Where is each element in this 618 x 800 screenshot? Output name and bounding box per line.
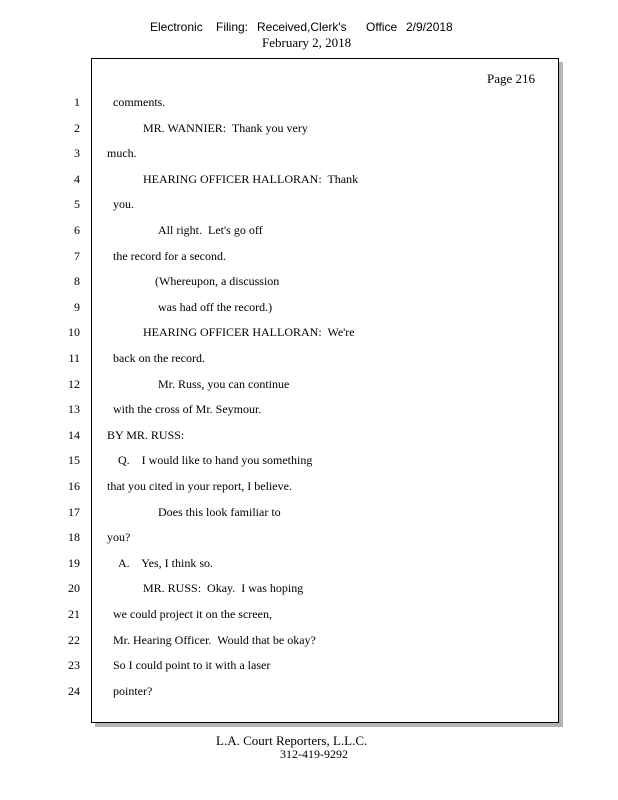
transcript-line: that you cited in your report, I believe… <box>107 479 292 493</box>
line-number: 3 <box>74 146 80 161</box>
transcript-line: pointer? <box>113 683 153 698</box>
line-number: 10 <box>68 325 80 340</box>
transcript-line: the record for a second. <box>113 248 226 263</box>
transcript-line: MR. WANNIER: Thank you very <box>143 120 308 135</box>
line-number: 20 <box>68 581 80 596</box>
transcript-line: was had off the record.) <box>158 299 273 314</box>
transcript-line: Mr. Hearing Officer. Would that be okay? <box>113 632 316 647</box>
line-number: 21 <box>68 607 80 621</box>
transcript-line: Does this look familiar to <box>158 504 281 519</box>
transcript-line: All right. Let's go off <box>158 223 263 237</box>
line-number: 23 <box>68 658 80 673</box>
transcript-line: Q. I would like to hand you something <box>118 453 313 468</box>
transcript-page <box>91 58 559 723</box>
line-number: 2 <box>74 120 80 135</box>
line-number: 15 <box>68 453 80 468</box>
transcript-line: comments. <box>113 95 166 109</box>
line-number: 12 <box>68 376 80 391</box>
transcript-line: you? <box>107 530 131 545</box>
stamp-word: Filing: <box>216 20 249 34</box>
line-number: 16 <box>68 479 80 493</box>
line-number: 14 <box>68 427 80 442</box>
transcript-line: much. <box>107 146 137 161</box>
stamp-word: Received,Clerk's <box>257 20 347 34</box>
filing-stamp: Electronic Filing: Received,Clerk's Offi… <box>150 20 453 104</box>
transcript-line: HEARING OFFICER HALLORAN: We're <box>143 325 355 340</box>
line-number: 1 <box>74 95 80 109</box>
line-number: 22 <box>68 632 80 647</box>
transcript-line: (Whereupon, a discussion <box>155 274 280 289</box>
stamp-word: 2/9/2018 <box>406 20 453 34</box>
transcript-line: So I could point to it with a laser <box>113 658 271 673</box>
line-number: 8 <box>74 274 80 289</box>
transcript-line: A. Yes, I think so. <box>118 555 214 570</box>
line-number: 17 <box>68 504 80 519</box>
transcript-line: with the cross of Mr. Seymour. <box>113 402 262 417</box>
stamp-word: Electronic <box>150 20 203 34</box>
transcript-line: HEARING OFFICER HALLORAN: Thank <box>143 171 359 186</box>
line-number: 5 <box>74 197 80 212</box>
page-number: Page 216 <box>487 71 536 86</box>
line-number: 6 <box>74 223 80 237</box>
transcript-line: you. <box>113 197 134 212</box>
line-number: 11 <box>68 351 80 365</box>
transcript-line: MR. RUSS: Okay. I was hoping <box>143 581 304 596</box>
transcript-line: we could project it on the screen, <box>113 607 272 621</box>
line-number: 19 <box>68 555 80 570</box>
footer-phone: 312-419-9292 <box>280 747 348 761</box>
line-number: 4 <box>74 171 80 186</box>
transcript-line: BY MR. RUSS: <box>107 427 185 442</box>
stamp-word: Office <box>366 20 398 34</box>
transcript-line: Mr. Russ, you can continue <box>158 376 290 391</box>
line-number: 24 <box>68 683 80 698</box>
line-number: 13 <box>68 402 80 417</box>
transcript-date: February 2, 2018 <box>262 35 352 50</box>
footer-company: L.A. Court Reporters, L.L.C. <box>216 733 368 748</box>
line-number: 7 <box>74 248 80 263</box>
line-number: 18 <box>68 530 80 545</box>
line-number: 9 <box>74 299 80 314</box>
transcript-line: back on the record. <box>113 351 205 365</box>
